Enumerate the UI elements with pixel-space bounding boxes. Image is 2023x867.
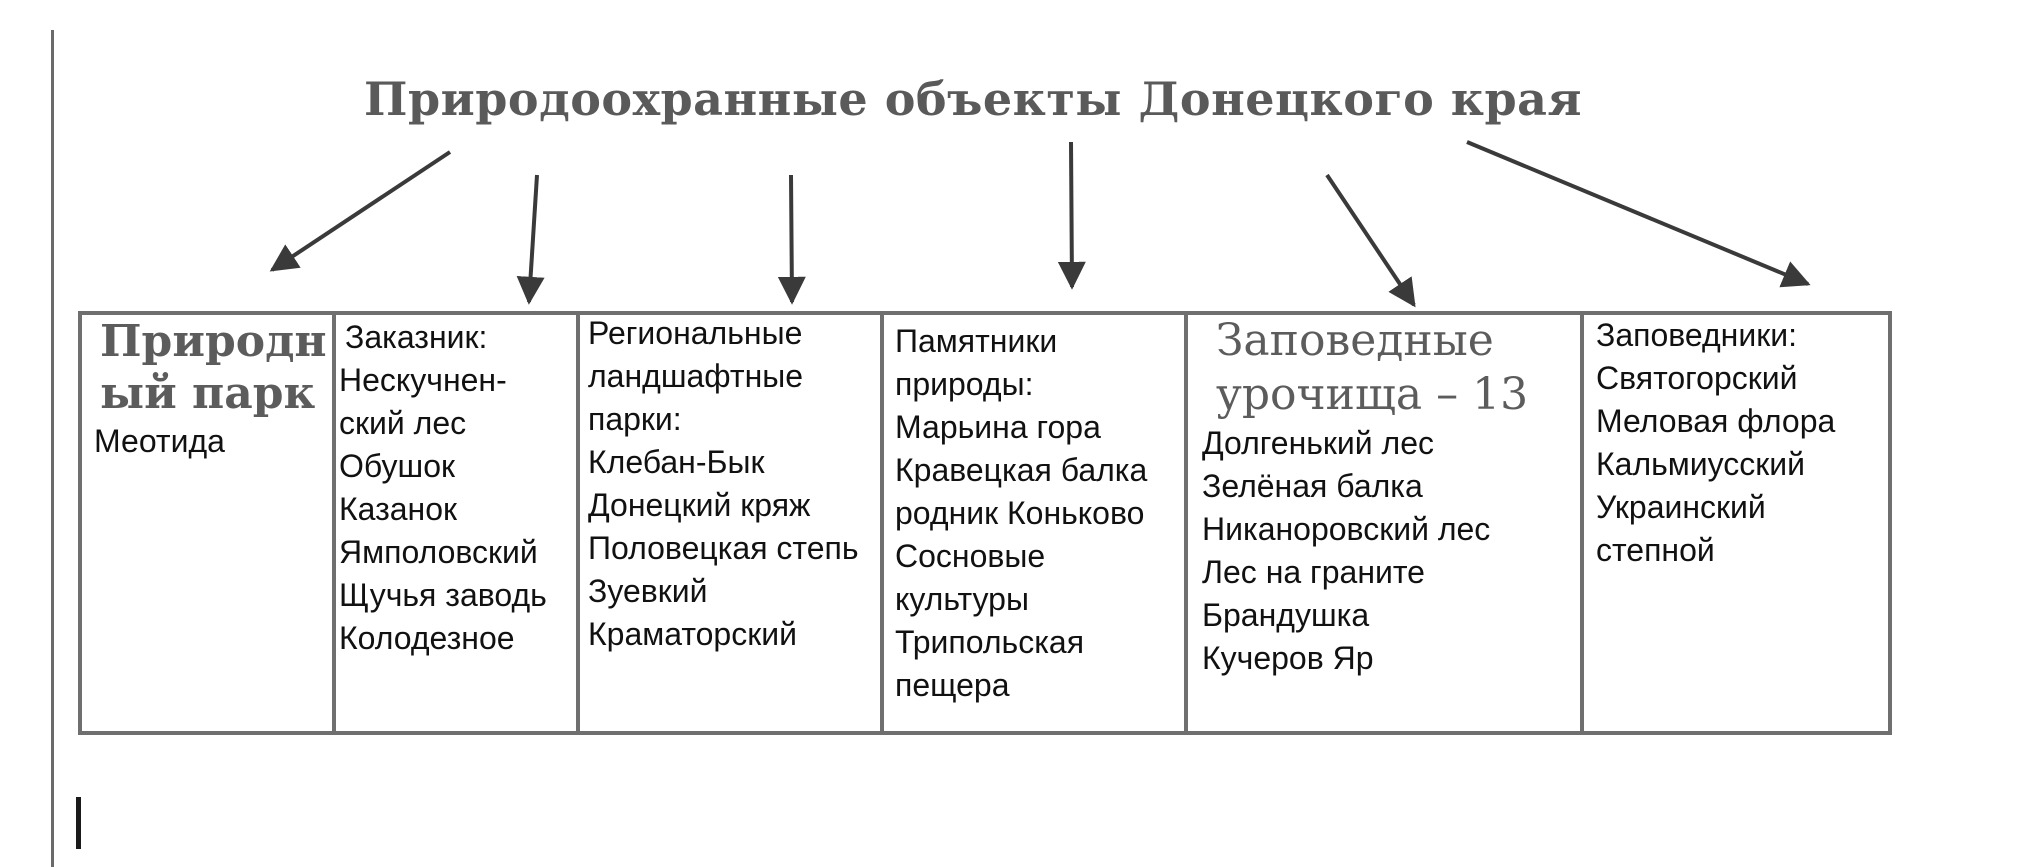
list-item: Брандушка [1202, 597, 1370, 633]
column-divider [1184, 311, 1188, 735]
list-item: Щучья заводь [339, 577, 547, 613]
column-divider [880, 311, 884, 735]
column-heading: ландшафтные [588, 358, 804, 394]
list-item: Краматорский [588, 616, 797, 652]
text-cursor [76, 797, 81, 849]
list-item: Святогорский [1596, 360, 1798, 396]
column-zakaznik: Заказник: Нескучнен- ский лес Обушок Каз… [339, 316, 547, 660]
column-heading: Природн [100, 316, 327, 367]
list-item: степной [1596, 532, 1715, 568]
list-item: Ямполовский [339, 534, 538, 570]
column-heading: Региональные [588, 315, 803, 351]
column-nature-monuments: Памятники природы: Марьина гора Кравецка… [895, 320, 1147, 707]
column-divider [332, 311, 336, 735]
list-item: культуры [895, 581, 1029, 617]
column-heading: парки: [588, 401, 682, 437]
diagram-title: Природоохранные объекты Донецкого края [364, 72, 1582, 126]
list-item: Сосновые [895, 538, 1046, 574]
arrow-to-reserved-tracts [1325, 173, 1416, 308]
list-item: Кальмиусский [1596, 446, 1806, 482]
list-item: пещера [895, 667, 1010, 703]
list-item: Меотида [94, 423, 225, 459]
column-divider [1580, 311, 1584, 735]
arrow-to-reserves [1466, 140, 1811, 288]
list-item: Лес на граните [1202, 554, 1425, 590]
column-heading: Памятники [895, 323, 1058, 359]
arrow-to-prirodny-park [269, 150, 452, 272]
list-item: родник Коньково [895, 495, 1145, 531]
column-heading: урочища – 13 [1216, 369, 1529, 420]
list-item: Казанок [339, 491, 458, 527]
list-item: Никаноровский лес [1202, 511, 1491, 547]
list-item: Кучеров Яр [1202, 640, 1374, 676]
column-reserved-tracts: Заповедные урочища – 13 Долгенький лес З… [1202, 314, 1528, 680]
objects-table [78, 311, 1892, 735]
column-reserves: Заповедники: Святогорский Меловая флора … [1596, 314, 1835, 572]
list-item: Клебан-Бык [588, 444, 765, 480]
list-item: Долгенький лес [1202, 425, 1435, 461]
list-item: Кравецкая балка [895, 452, 1148, 488]
arrow-to-zakaznik [516, 174, 545, 305]
list-item: ский лес [339, 405, 467, 441]
column-heading: природы: [895, 366, 1034, 402]
list-item: Зуевкий [588, 573, 708, 609]
column-heading: Заказник: [345, 319, 488, 355]
column-regional-parks: Региональные ландшафтные парки: Клебан-Б… [588, 312, 859, 656]
column-prirodny-park: Природн ый парк Меотида [94, 316, 327, 463]
list-item: Половецкая степь [588, 530, 859, 566]
arrow-to-monuments [1057, 141, 1086, 290]
list-item: Марьина гора [895, 409, 1101, 445]
page-margin-rule [51, 30, 54, 867]
column-heading: ый парк [100, 368, 316, 419]
arrow-to-regional-parks [777, 174, 806, 305]
column-heading: Заповедники: [1596, 317, 1797, 353]
list-item: Донецкий кряж [588, 487, 811, 523]
list-item: Трипольская [895, 624, 1085, 660]
list-item: Нескучнен- [339, 362, 507, 398]
column-divider [576, 311, 580, 735]
list-item: Обушок [339, 448, 455, 484]
list-item: Колодезное [339, 620, 515, 656]
column-heading: Заповедные [1216, 315, 1494, 366]
list-item: Украинский [1596, 489, 1766, 525]
list-item: Зелёная балка [1202, 468, 1423, 504]
list-item: Меловая флора [1596, 403, 1836, 439]
